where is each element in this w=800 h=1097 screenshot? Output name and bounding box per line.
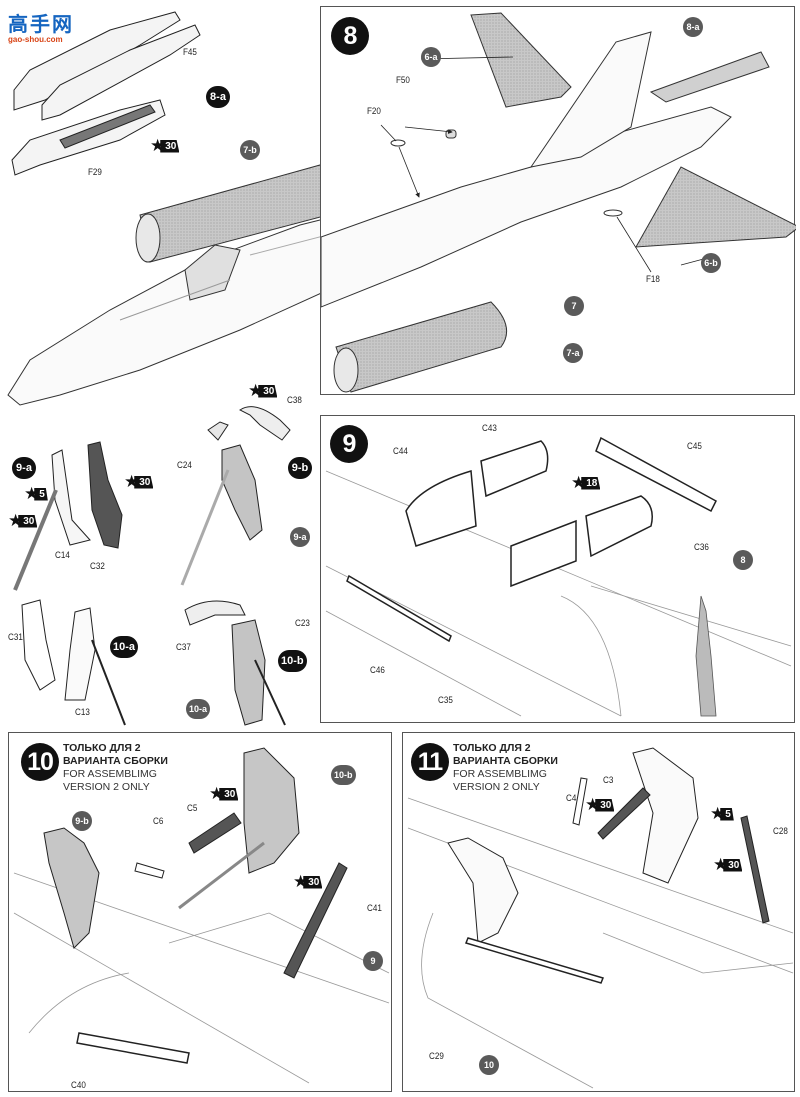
version-note: ТОЛЬКО ДЛЯ 2 ВАРИАНТА СБОРКИ FOR ASSEMBL… — [453, 742, 558, 794]
step-9-drawing — [325, 436, 792, 717]
watermark-chinese: 高手网 — [8, 14, 74, 36]
subassembly-badge-10a: 10-a — [110, 636, 139, 658]
paint-code-badge: ★5 — [710, 805, 734, 822]
part-label-c38: C38 — [287, 395, 302, 406]
ref-badge-6a: 6-a — [421, 47, 441, 67]
part-label-c13: C13 — [75, 707, 90, 718]
watermark-url: gao-shou.com — [8, 35, 63, 44]
version-note-en-1: FOR ASSEMBLIMG — [63, 768, 157, 780]
version-note-en-2: VERSION 2 ONLY — [453, 781, 540, 793]
part-label-c3: C3 — [603, 775, 614, 786]
ref-badge-10b: 10-b — [331, 765, 356, 785]
subassembly-badge-10b: 10-b — [278, 650, 307, 672]
spine-parts-f45-f29 — [11, 11, 201, 176]
ref-badge-9b: 9-b — [72, 811, 92, 831]
step-8-drawing — [321, 12, 796, 393]
paint-code-badge: ★5 — [24, 485, 48, 502]
part-label-f50: F50 — [396, 75, 410, 86]
paint-code-badge: ★30 — [293, 873, 323, 890]
part-label-f29: F29 — [88, 167, 102, 178]
subassembly-badge-9b: 9-b — [288, 457, 312, 479]
version-note-en-1: FOR ASSEMBLIMG — [453, 768, 547, 780]
ref-badge-8: 8 — [733, 550, 753, 570]
part-label-c14: C14 — [55, 550, 70, 561]
part-label-c5: C5 — [187, 803, 198, 814]
part-label-c41: C41 — [367, 903, 382, 914]
part-label-f20: F20 — [367, 106, 381, 117]
part-label-c31: C31 — [8, 632, 23, 643]
paint-code-badge: ★30 — [150, 137, 180, 154]
ref-badge-8a: 8-a — [683, 17, 703, 37]
ref-badge-10: 10 — [479, 1055, 499, 1075]
part-label-c45: C45 — [687, 441, 702, 452]
subassembly-badge-8a: 8-a — [206, 86, 230, 108]
part-label-c43: C43 — [482, 423, 497, 434]
part-label-c37: C37 — [176, 642, 191, 653]
version-note-ru-2: ВАРИАНТА СБОРКИ — [453, 755, 558, 767]
paint-code-badge: ★30 — [585, 796, 615, 813]
step-10-drawing — [13, 747, 390, 1084]
version-note-ru-2: ВАРИАНТА СБОРКИ — [63, 755, 168, 767]
ref-badge-7: 7 — [564, 296, 584, 316]
part-label-c36: C36 — [694, 542, 709, 553]
part-label-f45: F45 — [183, 47, 197, 58]
part-label-f18: F18 — [646, 274, 660, 285]
part-label-c44: C44 — [393, 446, 408, 457]
step-8-panel: 8 6-a 8-a 6-b 7 7-a F50 F20 F18 — [320, 6, 796, 395]
part-label-c6: C6 — [153, 816, 164, 827]
step-10-panel: 10 ТОЛЬКО ДЛЯ 2 ВАРИАНТА СБОРКИ FOR ASSE… — [8, 732, 392, 1092]
ref-badge-9a: 9-a — [290, 527, 310, 547]
part-label-c32: C32 — [90, 561, 105, 572]
paint-code-badge: ★30 — [209, 785, 239, 802]
step-number-10: 10 — [21, 743, 59, 781]
ref-badge-10a: 10-a — [186, 699, 211, 719]
part-label-c35: C35 — [438, 695, 453, 706]
part-label-c23: C23 — [295, 618, 310, 629]
part-label-c28: C28 — [773, 826, 788, 837]
step-number-11: 11 — [411, 743, 449, 781]
watermark-logo: 高手网 gao-shou.com — [8, 8, 74, 44]
part-label-c46: C46 — [370, 665, 385, 676]
paint-code-badge: ★18 — [571, 474, 601, 491]
part-label-c29: C29 — [429, 1051, 444, 1062]
paint-code-badge: ★30 — [713, 856, 743, 873]
step-number-8: 8 — [331, 17, 369, 55]
subassembly-badge-9a: 9-a — [12, 457, 36, 479]
paint-code-badge: ★30 — [124, 473, 154, 490]
version-note-ru-1: ТОЛЬКО ДЛЯ 2 — [453, 742, 531, 754]
step-number-9: 9 — [330, 425, 368, 463]
part-label-c24: C24 — [177, 460, 192, 471]
version-note: ТОЛЬКО ДЛЯ 2 ВАРИАНТА СБОРКИ FOR ASSEMBL… — [63, 742, 168, 794]
step-9-panel: 9 8 C43 C44 C45 C36 C46 C35 ★18 — [320, 415, 795, 723]
ref-badge-9: 9 — [363, 951, 383, 971]
ref-badge-6b: 6-b — [701, 253, 721, 273]
landing-gear-subassemblies — [13, 406, 291, 726]
step-11-drawing — [407, 747, 794, 1089]
part-label-c4: C4 — [566, 793, 577, 804]
ref-badge-7b: 7-b — [240, 140, 260, 160]
step-11-panel: 11 ТОЛЬКО ДЛЯ 2 ВАРИАНТА СБОРКИ FOR ASSE… — [402, 732, 795, 1092]
part-label-c40: C40 — [71, 1080, 86, 1091]
ref-badge-7a: 7-a — [563, 343, 583, 363]
version-note-ru-1: ТОЛЬКО ДЛЯ 2 — [63, 742, 141, 754]
version-note-en-2: VERSION 2 ONLY — [63, 781, 150, 793]
paint-code-badge: ★30 — [248, 382, 278, 399]
paint-code-badge: ★30 — [8, 512, 38, 529]
